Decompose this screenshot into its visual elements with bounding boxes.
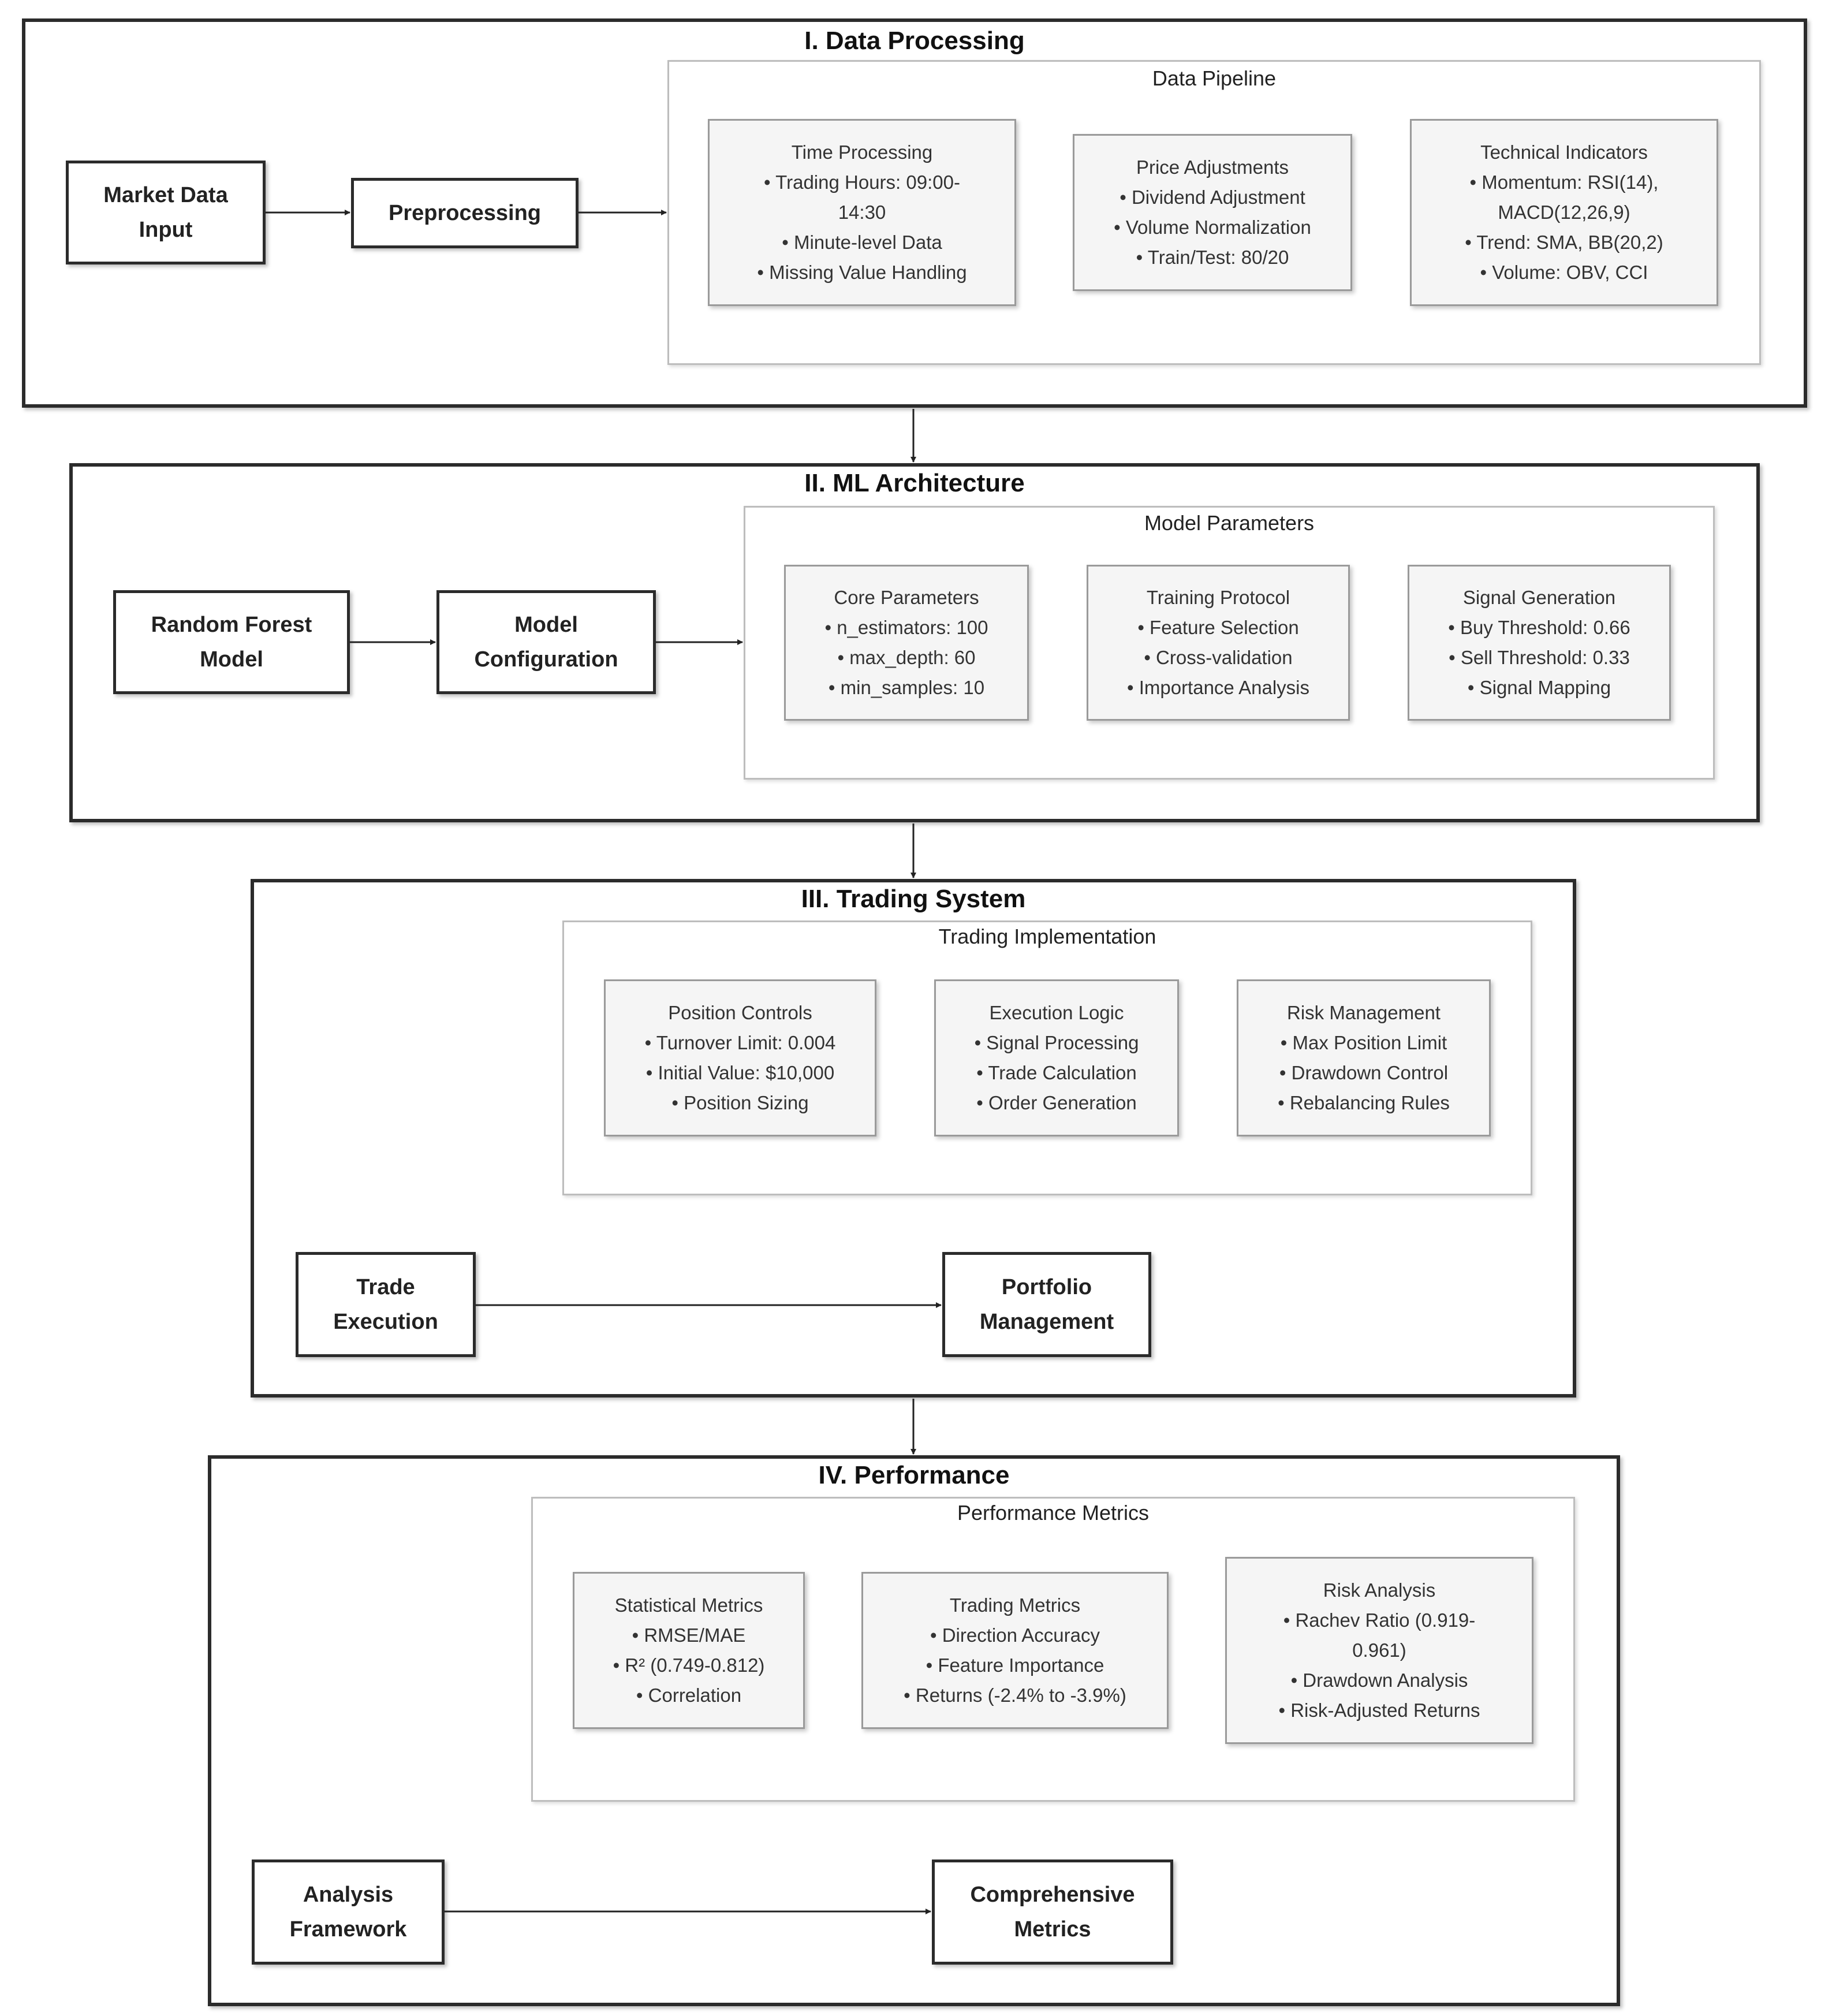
card-execution-logic: Execution Logic • Signal Processing • Tr…	[934, 979, 1179, 1136]
card-core-parameters: Core Parameters • n_estimators: 100 • ma…	[784, 565, 1029, 721]
card-item: 14:30	[838, 202, 886, 223]
node-label-line: Management	[979, 1310, 1114, 1334]
card-item: • Dividend Adjustment	[1120, 187, 1305, 208]
card-item: • Trading Hours: 09:00-	[764, 172, 960, 193]
card-training-protocol: Training Protocol • Feature Selection • …	[1087, 565, 1350, 721]
node-market-data-input[interactable]: Market Data Input	[66, 161, 266, 264]
card-heading: Risk Analysis	[1323, 1579, 1436, 1601]
node-portfolio-management[interactable]: Portfolio Management	[942, 1252, 1151, 1357]
card-heading: Position Controls	[668, 1002, 812, 1023]
card-item: • n_estimators: 100	[824, 617, 988, 638]
node-label-line: Market Data	[103, 183, 228, 207]
card-item: • Risk-Adjusted Returns	[1278, 1700, 1480, 1721]
card-heading: Execution Logic	[989, 1002, 1124, 1023]
card-position-controls: Position Controls • Turnover Limit: 0.00…	[604, 979, 876, 1136]
section-title: II. ML Architecture	[804, 469, 1025, 497]
node-label-line: Execution	[333, 1310, 438, 1334]
card-item: • Initial Value: $10,000	[645, 1062, 835, 1083]
node-label-line: Portfolio	[1001, 1275, 1092, 1299]
card-risk-analysis: Risk Analysis • Rachev Ratio (0.919- 0.9…	[1225, 1557, 1533, 1744]
node-analysis-framework[interactable]: Analysis Framework	[252, 1860, 445, 1965]
card-item: • Buy Threshold: 0.66	[1448, 617, 1630, 638]
section-title: IV. Performance	[818, 1461, 1010, 1489]
card-heading: Signal Generation	[1462, 587, 1616, 608]
card-trading-metrics: Trading Metrics • Direction Accuracy • F…	[861, 1572, 1169, 1729]
node-trade-execution[interactable]: Trade Execution	[296, 1252, 476, 1357]
node-label-line: Metrics	[1014, 1917, 1091, 1942]
node-label-line: Comprehensive	[970, 1883, 1135, 1907]
section-title: I. Data Processing	[804, 27, 1025, 55]
node-model-configuration[interactable]: Model Configuration	[436, 590, 656, 694]
card-price-adjustments: Price Adjustments • Dividend Adjustment …	[1073, 134, 1352, 291]
card-item: • RMSE/MAE	[632, 1624, 746, 1646]
card-item: • Rachev Ratio (0.919-	[1283, 1609, 1476, 1631]
card-item: • R² (0.749-0.812)	[613, 1654, 765, 1676]
card-item: • Volume: OBV, CCI	[1480, 262, 1648, 283]
card-item: • Signal Processing	[974, 1032, 1139, 1053]
card-item: • Minute-level Data	[782, 232, 942, 253]
card-heading: Training Protocol	[1146, 587, 1290, 608]
node-label-line: Trade	[356, 1275, 415, 1299]
card-item: • Position Sizing	[671, 1092, 809, 1113]
card-statistical-metrics: Statistical Metrics • RMSE/MAE • R² (0.7…	[573, 1572, 805, 1729]
group-title: Trading Implementation	[938, 925, 1156, 948]
node-label-line: Analysis	[303, 1883, 394, 1907]
group-title: Model Parameters	[1144, 511, 1315, 535]
card-technical-indicators: Technical Indicators • Momentum: RSI(14)…	[1410, 119, 1718, 306]
card-heading: Time Processing	[791, 141, 933, 163]
group-title: Performance Metrics	[957, 1501, 1150, 1525]
card-item: • Cross-validation	[1144, 647, 1293, 668]
card-signal-generation: Signal Generation • Buy Threshold: 0.66 …	[1408, 565, 1671, 721]
card-item: • Rebalancing Rules	[1278, 1092, 1450, 1113]
card-heading: Price Adjustments	[1136, 156, 1289, 178]
card-item: • Trade Calculation	[976, 1062, 1137, 1083]
card-item: • Drawdown Control	[1279, 1062, 1449, 1083]
card-item: 0.961)	[1352, 1639, 1406, 1661]
node-random-forest-model[interactable]: Random Forest Model	[113, 590, 350, 694]
card-item: • Importance Analysis	[1126, 677, 1310, 698]
node-label-line: Configuration	[474, 647, 618, 672]
card-item: • Order Generation	[976, 1092, 1137, 1113]
card-item: • Direction Accuracy	[930, 1624, 1100, 1646]
card-item: • Missing Value Handling	[757, 262, 967, 283]
card-heading: Risk Management	[1287, 1002, 1441, 1023]
card-item: • max_depth: 60	[837, 647, 976, 668]
node-label-line: Framework	[289, 1917, 407, 1942]
node-label-line: Random Forest	[151, 613, 312, 637]
node-label-line: Preprocessing	[389, 201, 541, 225]
card-time-processing: Time Processing • Trading Hours: 09:00- …	[708, 119, 1016, 306]
card-item: MACD(12,26,9)	[1498, 202, 1630, 223]
node-label-line: Input	[139, 218, 193, 242]
card-item: • Max Position Limit	[1280, 1032, 1447, 1053]
card-item: • Trend: SMA, BB(20,2)	[1465, 232, 1663, 253]
card-risk-management: Risk Management • Max Position Limit • D…	[1237, 979, 1491, 1136]
card-item: • Feature Selection	[1137, 617, 1299, 638]
card-item: • Volume Normalization	[1114, 217, 1311, 238]
card-item: • Momentum: RSI(14),	[1469, 172, 1659, 193]
card-item: • Sell Threshold: 0.33	[1449, 647, 1630, 668]
card-heading: Trading Metrics	[949, 1594, 1081, 1616]
card-heading: Statistical Metrics	[614, 1594, 763, 1616]
card-item: • Feature Importance	[926, 1654, 1104, 1676]
card-item: • Drawdown Analysis	[1290, 1670, 1468, 1691]
card-item: • min_samples: 10	[828, 677, 985, 698]
card-item: • Returns (-2.4% to -3.9%)	[904, 1685, 1126, 1706]
card-item: • Turnover Limit: 0.004	[644, 1032, 836, 1053]
node-label-line: Model	[200, 647, 263, 672]
group-title: Data Pipeline	[1152, 66, 1277, 90]
section-title: III. Trading System	[801, 885, 1026, 913]
node-label-line: Model	[514, 613, 578, 637]
card-item: • Correlation	[636, 1685, 742, 1706]
node-preprocessing[interactable]: Preprocessing	[351, 178, 579, 248]
node-comprehensive-metrics[interactable]: Comprehensive Metrics	[932, 1860, 1173, 1965]
card-heading: Core Parameters	[834, 587, 979, 608]
card-heading: Technical Indicators	[1480, 141, 1648, 163]
card-item: • Signal Mapping	[1467, 677, 1611, 698]
card-item: • Train/Test: 80/20	[1136, 247, 1289, 268]
